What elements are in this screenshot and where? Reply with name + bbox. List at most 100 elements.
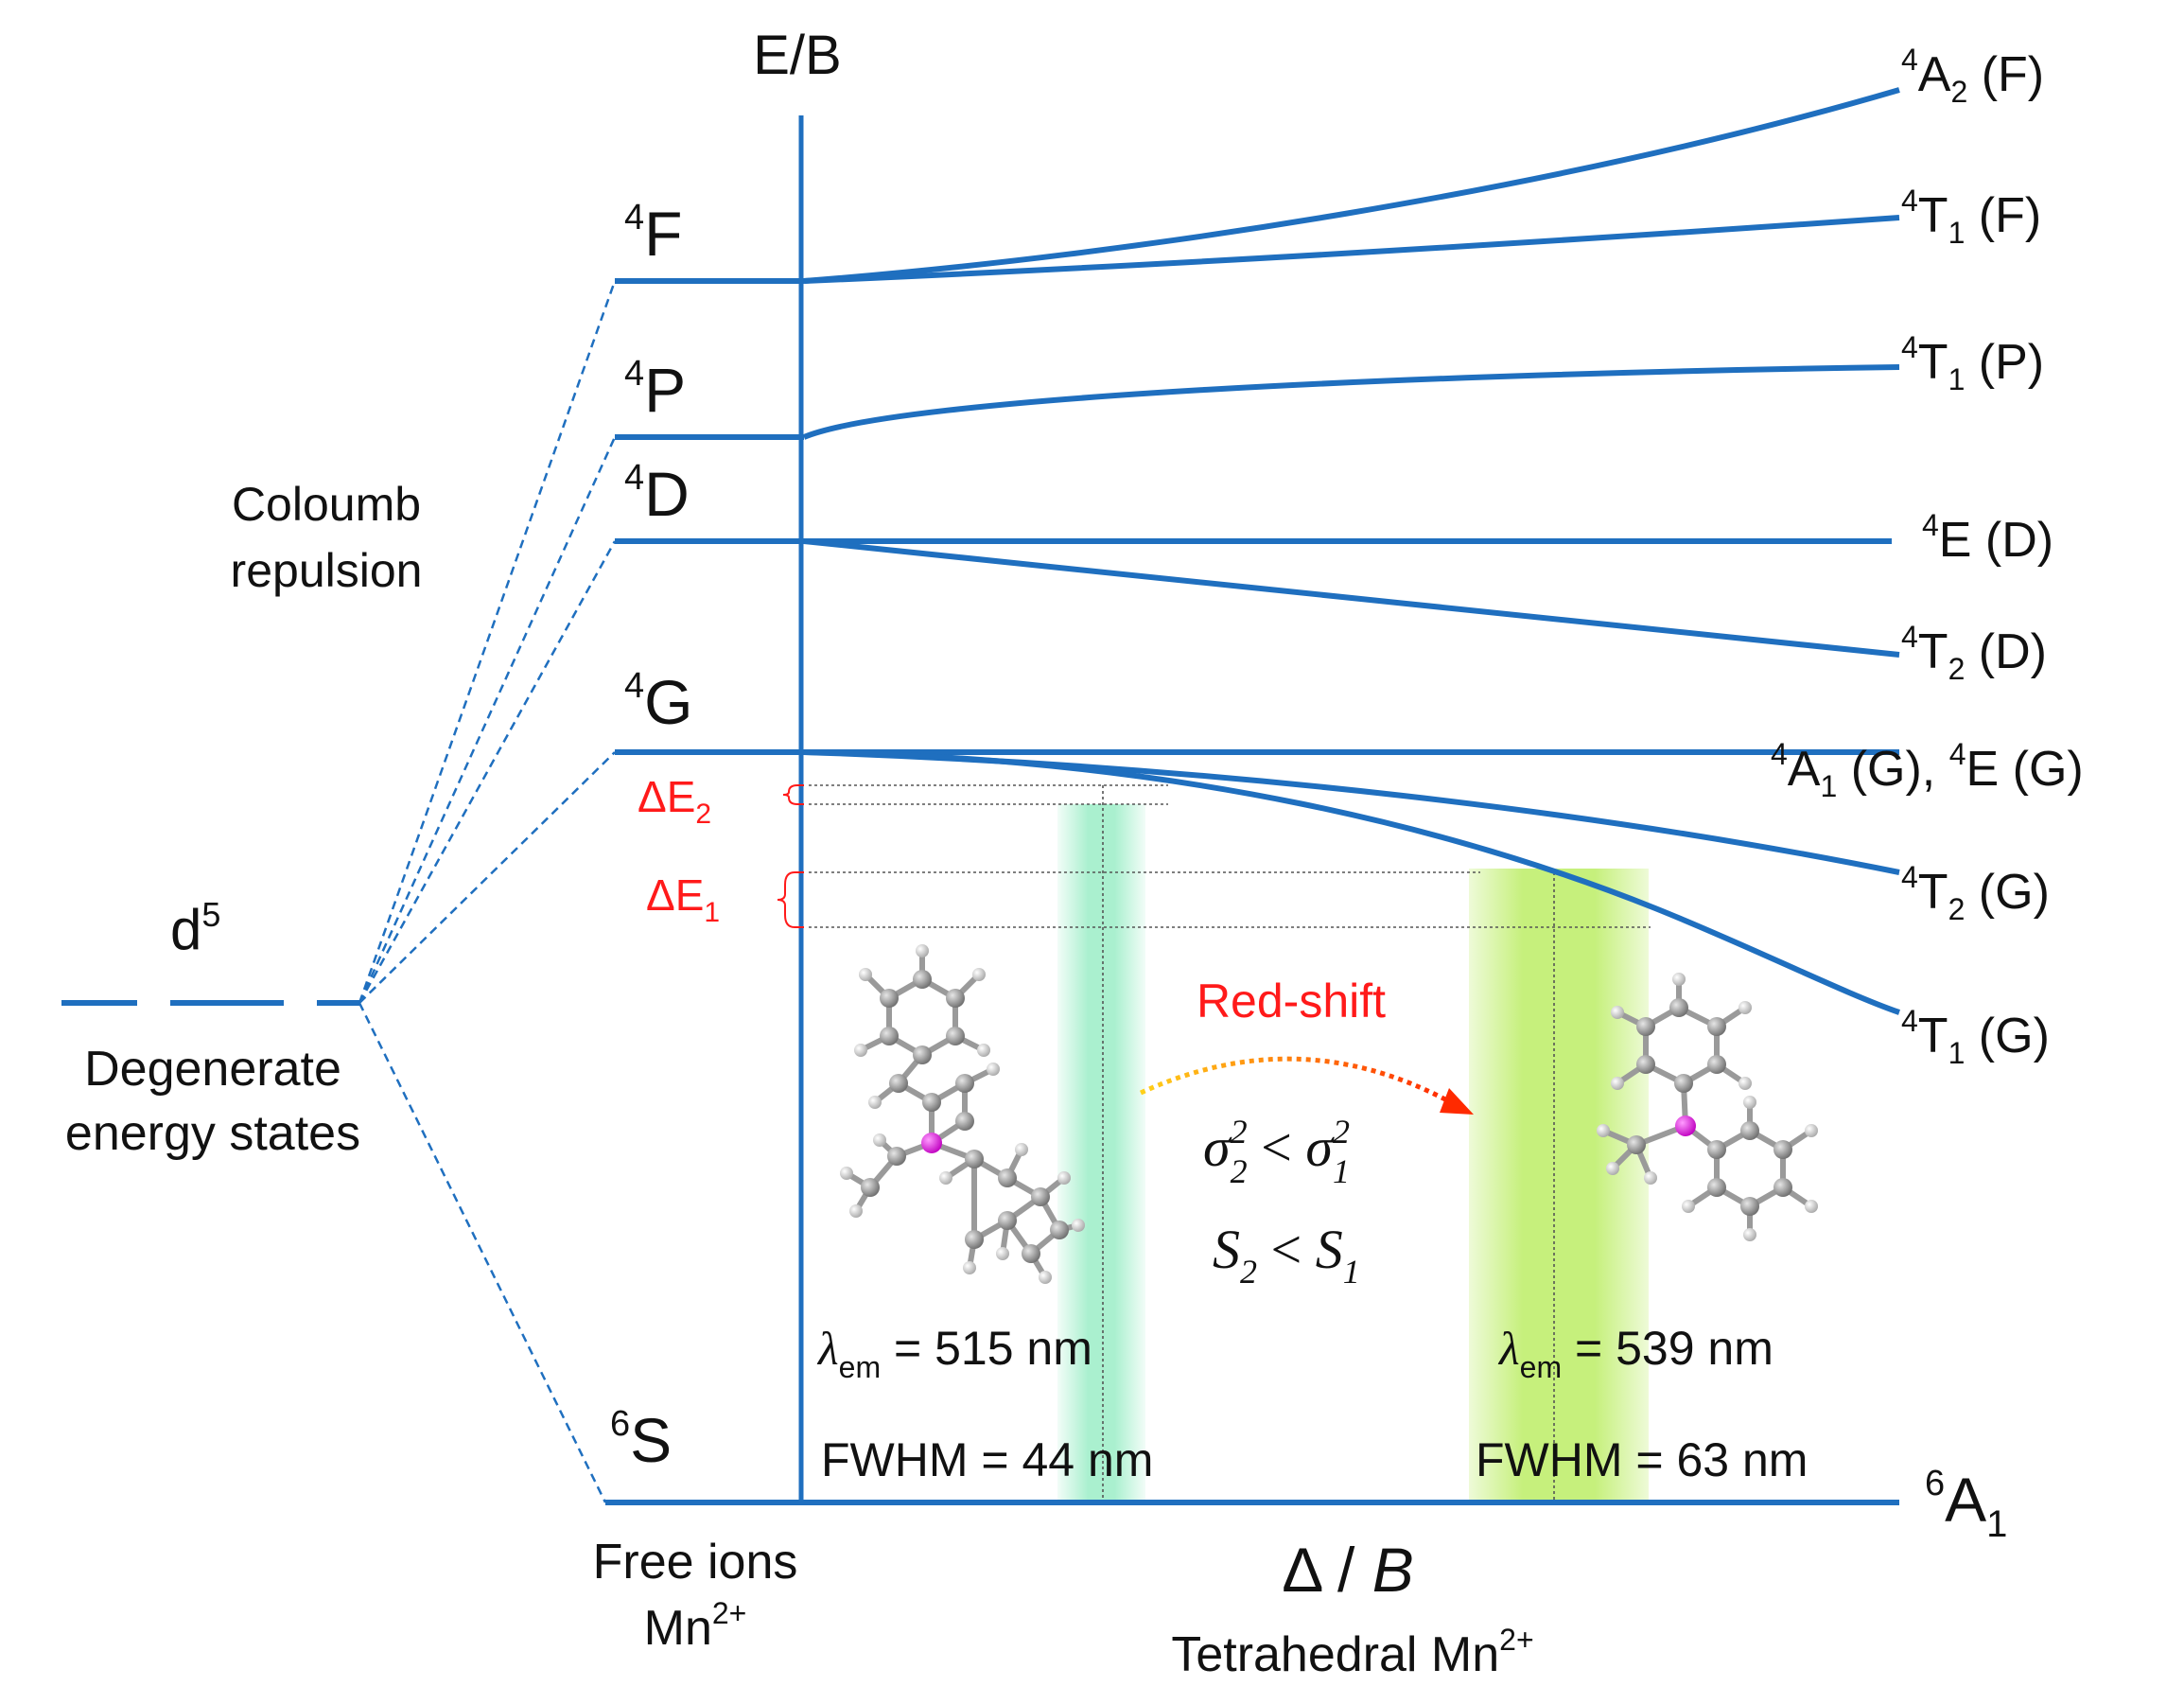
carbon-atom: [955, 1112, 974, 1131]
term-6S: 6S: [610, 1404, 672, 1475]
hydrogen-atom: [854, 1044, 867, 1057]
manganese-atom: [921, 1133, 942, 1153]
carbon-atom: [1669, 998, 1688, 1017]
hydrogen-atom: [840, 1167, 853, 1180]
free-ion-levels: [605, 278, 804, 1505]
carbon-atom: [1707, 1017, 1726, 1036]
carbon-atom: [887, 1147, 906, 1166]
carbon-atom: [1674, 1074, 1693, 1093]
hydrogen-atom: [972, 968, 986, 981]
carbon-atom: [922, 1093, 941, 1112]
delta-e2-brace: [782, 784, 804, 805]
term-4T1-G: 4T1 (G): [1901, 1004, 2050, 1070]
term-4P: 4P: [624, 354, 686, 425]
hydrogen-atom: [996, 1247, 1009, 1260]
carbon-atom: [913, 970, 932, 989]
hydrogen-atom: [1743, 1096, 1756, 1109]
hydrogen-atom: [1644, 1171, 1657, 1185]
term-4T2-G: 4T2 (G): [1901, 860, 2050, 926]
coulomb-label-2: repulsion: [231, 544, 423, 597]
hydrogen-atom: [1057, 1171, 1071, 1185]
red-shift-arrowhead: [1440, 1088, 1474, 1115]
hydrogen-atom: [1039, 1271, 1052, 1284]
emission-band-515: [1057, 804, 1145, 1504]
carbon-atom: [1707, 1055, 1726, 1074]
emission-fwhm-2: FWHM = 63 nm: [1476, 1433, 1808, 1486]
delta-e2-label: ΔE2: [638, 772, 711, 830]
carbon-atom: [946, 1027, 965, 1045]
carbon-atom: [998, 1211, 1017, 1230]
hydrogen-atom: [1738, 1001, 1752, 1014]
hydrogen-atom: [1072, 1219, 1085, 1232]
carbon-atom: [913, 1045, 932, 1064]
hydrogen-atom: [916, 944, 929, 957]
tetrahedral-complex-molecule: [840, 944, 1085, 1284]
free-ions-label: Free ions: [593, 1535, 798, 1590]
carbon-atom: [965, 1230, 984, 1249]
carbon-atom: [880, 989, 899, 1008]
s-relation: S2 < S1: [1213, 1219, 1360, 1291]
coulomb-label: Coloumb: [232, 478, 421, 531]
hydrogen-atom: [963, 1261, 976, 1274]
term-4T1-F: 4T1 (F): [1901, 184, 2041, 250]
x-axis-label: Δ / B: [1282, 1535, 1414, 1605]
delta-e1-brace: [777, 871, 804, 928]
carbon-atom: [861, 1178, 880, 1197]
hydrogen-atom: [977, 1044, 990, 1057]
emission-band-539: [1469, 869, 1649, 1504]
degenerate-label-2: energy states: [65, 1106, 360, 1161]
hydrogen-atom: [987, 1063, 1000, 1076]
carbon-atom: [1031, 1187, 1050, 1206]
crystal-field-curves: [802, 87, 1900, 1505]
carbon-atom: [1707, 1140, 1726, 1159]
hydrogen-atom: [1805, 1124, 1818, 1137]
carbon-atom: [1050, 1221, 1069, 1239]
term-4T1-P: 4T1 (P): [1901, 330, 2044, 396]
carbon-atom: [1773, 1140, 1792, 1159]
carbon-atom: [1627, 1135, 1646, 1154]
hydrogen-atom: [1738, 1077, 1752, 1090]
term-4F: 4F: [624, 198, 682, 269]
hydrogen-atom: [1805, 1200, 1818, 1213]
term-4A2-F: 4A2 (F): [1901, 43, 2044, 109]
carbon-atom: [880, 1027, 899, 1045]
emission-wavelength-1: λem = 515 nm: [816, 1322, 1092, 1384]
x-axis-sublabel: Tetrahedral Mn2+: [1171, 1623, 1533, 1682]
carbon-atom: [955, 1074, 974, 1093]
coulomb-splitting-connectors: [358, 280, 617, 1503]
delta-e1-label: ΔE1: [646, 870, 720, 928]
hydrogen-atom: [868, 1096, 882, 1109]
carbon-atom: [1022, 1244, 1040, 1263]
degenerate-label: Degenerate: [84, 1042, 341, 1097]
hydrogen-atom: [849, 1204, 863, 1218]
carbon-atom: [1636, 1017, 1655, 1036]
hydrogen-atom: [1606, 1162, 1619, 1175]
term-4T2-D: 4T2 (D): [1901, 620, 2047, 686]
electron-configuration: d5: [170, 895, 220, 961]
carbon-atom: [965, 1150, 984, 1168]
term-4D: 4D: [624, 458, 690, 529]
carbon-atom: [1740, 1121, 1759, 1140]
hydrogen-atom: [1611, 1077, 1624, 1090]
guide-lines: [809, 784, 1651, 1502]
red-shift-label: Red-shift: [1197, 975, 1386, 1028]
hydrogen-atom: [1611, 1006, 1624, 1019]
term-4G: 4G: [624, 666, 692, 737]
carbon-atom: [1707, 1178, 1726, 1197]
term-4E-D: 4E (D): [1922, 508, 2053, 568]
hydrogen-atom: [1597, 1124, 1610, 1137]
hydrogen-atom: [1743, 1228, 1756, 1241]
red-shift-arrow: [1139, 1056, 1447, 1102]
carbon-atom: [1740, 1197, 1759, 1216]
emission-wavelength-2: λem = 539 nm: [1497, 1322, 1773, 1384]
carbon-atom: [1636, 1055, 1655, 1074]
free-ions-ion: Mn2+: [644, 1596, 747, 1656]
hydrogen-atom: [1015, 1143, 1028, 1156]
manganese-atom: [1675, 1116, 1696, 1136]
hydrogen-atom: [1672, 973, 1686, 986]
carbon-atom: [946, 989, 965, 1008]
emission-fwhm-1: FWHM = 44 nm: [821, 1433, 1153, 1486]
hydrogen-atom: [859, 968, 872, 981]
